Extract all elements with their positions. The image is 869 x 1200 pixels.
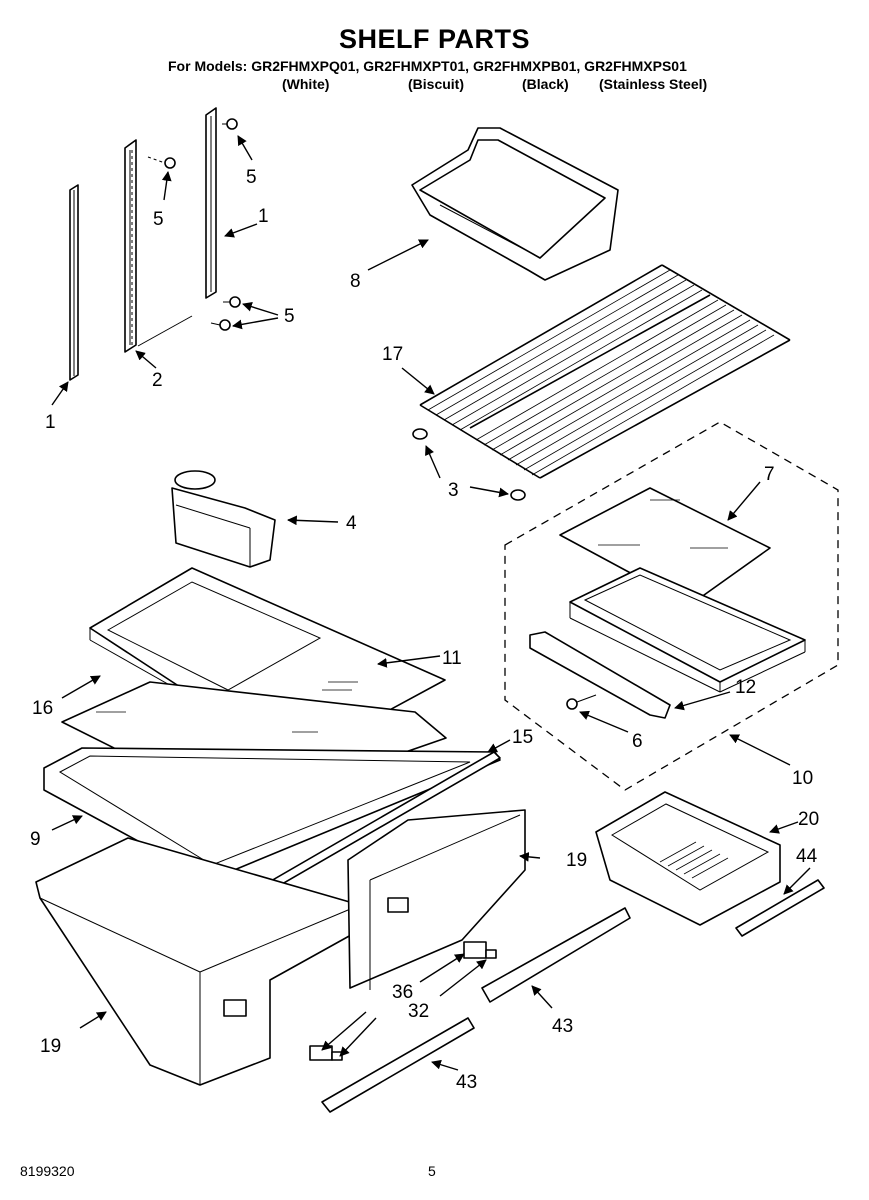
shelf-studs <box>412 428 526 501</box>
shelf-rail-center <box>124 139 137 353</box>
callout-43-right: 43 <box>552 1016 573 1037</box>
page-number: 5 <box>428 1163 436 1179</box>
callout-1-left: 1 <box>45 412 56 433</box>
callout-12: 12 <box>735 677 756 698</box>
color-stainless-steel: (Stainless Steel) <box>599 76 708 92</box>
callout-7: 7 <box>764 464 775 485</box>
crisper-drawer-right <box>347 809 526 990</box>
deli-bin <box>411 127 619 281</box>
color-white: (White) <box>282 76 330 92</box>
shelf-rail-left <box>69 184 79 381</box>
callout-10: 10 <box>792 768 813 789</box>
crisper-drawer-left <box>35 837 361 1086</box>
callout-19-right: 19 <box>566 850 587 871</box>
callout-32: 32 <box>408 1001 429 1022</box>
callout-16: 16 <box>32 698 53 719</box>
callout-9: 9 <box>30 829 41 850</box>
callout-2: 2 <box>152 370 163 391</box>
page-title: SHELF PARTS <box>338 24 530 54</box>
meat-drawer <box>595 791 781 926</box>
callout-20: 20 <box>798 809 819 830</box>
models-line: For Models: GR2FHMXPQ01, GR2FHMXPT01, GR… <box>168 58 687 74</box>
meat-drawer-slide <box>735 879 825 937</box>
callout-4: 4 <box>346 513 357 534</box>
small-bin <box>171 470 276 568</box>
shelf-assembly-outline <box>504 421 839 791</box>
callout-1-right: 1 <box>258 206 269 227</box>
shelf-rail-right <box>205 107 217 299</box>
drawer-slides <box>321 907 631 1113</box>
shelf-bracket <box>529 631 671 719</box>
callout-6: 6 <box>632 731 643 752</box>
callout-5-bottom: 5 <box>284 306 295 327</box>
callout-5-top: 5 <box>246 167 257 188</box>
callout-8: 8 <box>350 271 361 292</box>
callout-3: 3 <box>448 480 459 501</box>
wire-shelf <box>419 264 791 479</box>
rail-screws <box>137 118 241 347</box>
callout-19-left: 19 <box>40 1036 61 1057</box>
callout-44: 44 <box>796 846 818 867</box>
callout-43-left: 43 <box>456 1072 477 1093</box>
callout-15: 15 <box>512 727 533 748</box>
callout-5-mid: 5 <box>153 209 164 230</box>
callout-11: 11 <box>442 648 462 669</box>
bracket-screw <box>566 694 597 710</box>
doc-number: 8199320 <box>20 1163 75 1179</box>
color-biscuit: (Biscuit) <box>408 76 464 92</box>
callout-17: 17 <box>382 344 403 365</box>
color-black: (Black) <box>522 76 569 92</box>
shelf-frame <box>569 567 806 693</box>
callout-36: 36 <box>392 982 413 1003</box>
